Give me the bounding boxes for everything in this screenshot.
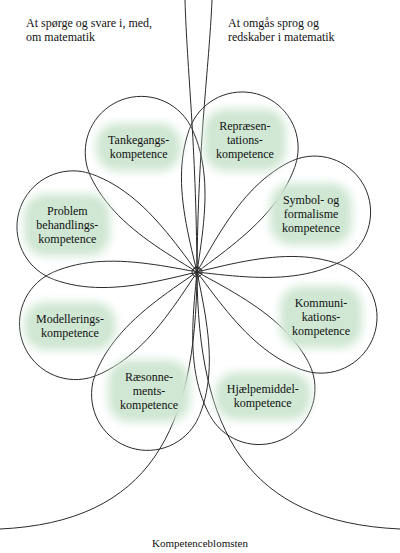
figure-caption: Kompetenceblomsten <box>0 537 400 550</box>
petal-outline <box>197 256 377 373</box>
petal-outline <box>19 261 197 379</box>
competence-label: Modellerings- kompetence <box>31 309 109 343</box>
competence-petal: Tankegangs- kompetence <box>83 94 207 274</box>
competence-petal: Ræsonne- ments- kompetence <box>89 270 212 453</box>
stem-line <box>197 272 400 529</box>
stem-line <box>197 0 212 272</box>
competence-label: Symbol- og formalisme kompetence <box>277 190 345 238</box>
petal-outline <box>17 171 197 288</box>
competence-label: Hjælpemiddel- kompetence <box>222 379 304 413</box>
competence-petal: Kommuni- kations- kompetence <box>195 254 380 376</box>
competence-petal: Modellerings- kompetence <box>17 259 199 382</box>
petal-outline <box>197 156 371 277</box>
competence-label: Ræsonne- ments- kompetence <box>115 367 183 415</box>
competence-label: Tankegangs- kompetence <box>103 130 174 164</box>
competence-label: Repræsen- tations- kompetence <box>211 116 279 164</box>
petal-outline <box>92 272 210 450</box>
petal-outline <box>89 270 212 453</box>
petal-outline <box>181 92 298 272</box>
competence-label: Problem behandlings- kompetence <box>31 201 103 249</box>
competence-label: Kommuni- kations- kompetence <box>287 293 355 341</box>
stem-line <box>0 272 197 529</box>
petal-outline <box>85 96 205 272</box>
competence-petal: Problem behandlings- kompetence <box>14 168 199 290</box>
competence-petal: Repræsen- tations- kompetence <box>179 89 301 274</box>
competence-petal: Symbol- og formalisme kompetence <box>195 154 373 280</box>
petal-outline <box>83 94 207 274</box>
petal-outline <box>193 272 315 445</box>
group-heading: At spørge og svare i, med, om matematik <box>26 16 154 44</box>
group-heading: At omgås sprog og redskaber i matematik <box>228 16 368 44</box>
